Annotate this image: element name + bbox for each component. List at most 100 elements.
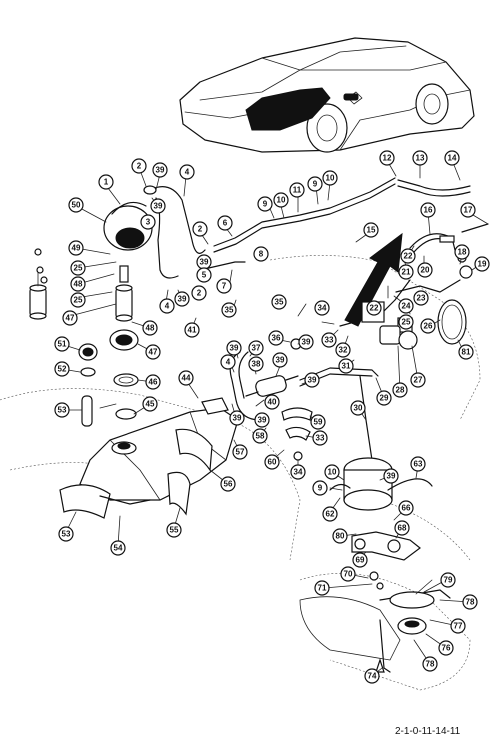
callout-28: 28: [392, 382, 408, 398]
callout-44: 44: [178, 370, 194, 386]
callout-25c: 25: [70, 292, 86, 308]
svg-text:30: 30: [354, 404, 363, 413]
svg-text:45: 45: [146, 400, 155, 409]
fuel-filter: [245, 338, 313, 461]
callout-3: 3: [140, 214, 156, 230]
svg-text:9: 9: [263, 200, 268, 209]
svg-text:39: 39: [258, 416, 267, 425]
callout-54: 52: [54, 361, 70, 377]
callout-50: 48: [70, 276, 86, 292]
callout-79: 79: [440, 572, 456, 588]
callout-77: 77: [450, 618, 466, 634]
svg-text:56: 56: [224, 480, 233, 489]
fuel-pump-upper: [103, 185, 157, 251]
callout-52: 50: [68, 197, 84, 213]
svg-text:39: 39: [178, 295, 187, 304]
callout-78b: 78: [422, 656, 438, 672]
callout-40d: 39: [174, 291, 190, 307]
svg-text:14: 14: [448, 154, 457, 163]
callout-59: 56: [220, 476, 236, 492]
callout-40j: 39: [383, 468, 399, 484]
svg-text:49: 49: [72, 244, 81, 253]
callout-56: 53: [58, 526, 74, 542]
callout-58: 55: [166, 522, 182, 538]
callout-23: 23: [413, 290, 429, 306]
svg-text:35: 35: [275, 298, 284, 307]
svg-text:54: 54: [114, 544, 123, 553]
svg-text:23: 23: [417, 294, 426, 303]
svg-text:4: 4: [165, 302, 170, 311]
svg-text:70: 70: [344, 570, 353, 579]
svg-text:76: 76: [442, 644, 451, 653]
callout-11: 11: [289, 182, 305, 198]
svg-text:37: 37: [252, 344, 261, 353]
callout-25: 25: [398, 314, 414, 330]
svg-text:77: 77: [454, 622, 463, 631]
fuel-lines: [149, 177, 471, 461]
fuel-tank: [59, 397, 239, 519]
callout-80: 80: [332, 528, 348, 544]
svg-text:59: 59: [314, 418, 323, 427]
svg-text:39: 39: [230, 344, 239, 353]
svg-text:47: 47: [66, 314, 75, 323]
callout-10c: 10: [324, 464, 340, 480]
callout-7: 7: [216, 278, 232, 294]
svg-text:25: 25: [402, 318, 411, 327]
callout-1: 1: [98, 174, 114, 190]
svg-text:28: 28: [396, 386, 405, 395]
svg-text:15: 15: [367, 226, 376, 235]
callout-5: 5: [196, 267, 212, 283]
svg-text:31: 31: [342, 362, 351, 371]
callout-74: 74: [364, 668, 380, 684]
callout-63: 60: [264, 454, 280, 470]
svg-text:27: 27: [414, 376, 423, 385]
callout-40b: 39: [150, 198, 166, 214]
svg-text:9: 9: [318, 484, 323, 493]
svg-text:78: 78: [426, 660, 435, 669]
callout-8: 8: [253, 246, 269, 262]
callout-40: 39: [152, 162, 168, 178]
callout-78: 78: [462, 594, 478, 610]
callout-4c: 4: [220, 354, 236, 370]
callout-31: 31: [338, 358, 354, 374]
tank-strap-clamp: [409, 233, 457, 255]
callout-26: 26: [420, 318, 436, 334]
callout-53: 51: [54, 336, 70, 352]
callout-81: 81: [458, 344, 474, 360]
svg-text:74: 74: [368, 672, 377, 681]
callout-39: 39: [272, 352, 288, 368]
car-illustration: [179, 37, 475, 153]
svg-text:36: 36: [272, 334, 281, 343]
svg-text:69: 69: [356, 556, 365, 565]
callout-13: 13: [412, 150, 428, 166]
svg-text:25: 25: [74, 296, 83, 305]
callout-2c: 2: [191, 285, 207, 301]
svg-text:39: 39: [308, 376, 317, 385]
svg-text:1: 1: [104, 178, 109, 187]
callout-25b: 25: [70, 260, 86, 276]
callout-43: 41: [184, 322, 200, 338]
svg-text:79: 79: [444, 576, 453, 585]
svg-text:58: 58: [256, 432, 265, 441]
callout-46: 46: [145, 374, 161, 390]
svg-text:33: 33: [316, 434, 325, 443]
callout-35: 35: [221, 302, 237, 318]
callout-72: 70: [340, 566, 356, 582]
callout-18: 18: [454, 244, 470, 260]
svg-text:9: 9: [313, 180, 318, 189]
callout-19: 19: [474, 256, 490, 272]
callout-29: 29: [376, 390, 392, 406]
svg-text:29: 29: [380, 394, 389, 403]
callout-22: 22: [400, 248, 416, 264]
callout-60: 57: [232, 444, 248, 460]
callout-38: 38: [248, 356, 264, 372]
callout-9c: 9: [312, 480, 328, 496]
svg-text:7: 7: [222, 282, 227, 291]
callout-21: 21: [398, 264, 414, 280]
svg-text:40: 40: [268, 398, 277, 407]
svg-text:41: 41: [188, 326, 197, 335]
callout-37: 37: [248, 340, 264, 356]
callout-76: 76: [438, 640, 454, 656]
callout-22b: 22: [366, 300, 382, 316]
